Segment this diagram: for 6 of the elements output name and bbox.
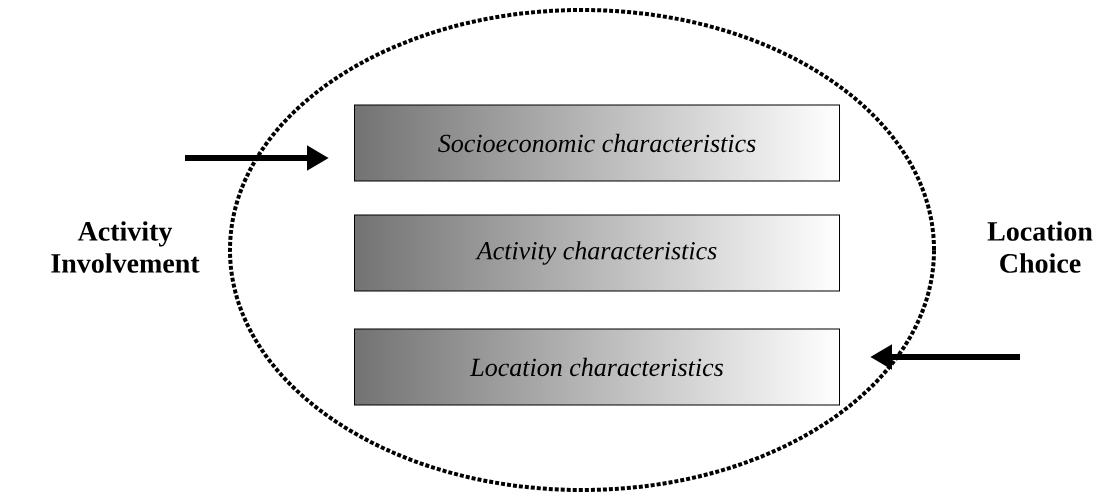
characteristic-box: Activity characteristics: [354, 214, 840, 292]
characteristic-box: Location characteristics: [354, 328, 840, 406]
characteristic-box: Socioeconomic characteristics: [354, 104, 840, 182]
side-label: Activity Involvement: [51, 221, 200, 273]
dotted-ellipse: [228, 8, 936, 492]
side-label: Location Choice: [987, 221, 1093, 273]
